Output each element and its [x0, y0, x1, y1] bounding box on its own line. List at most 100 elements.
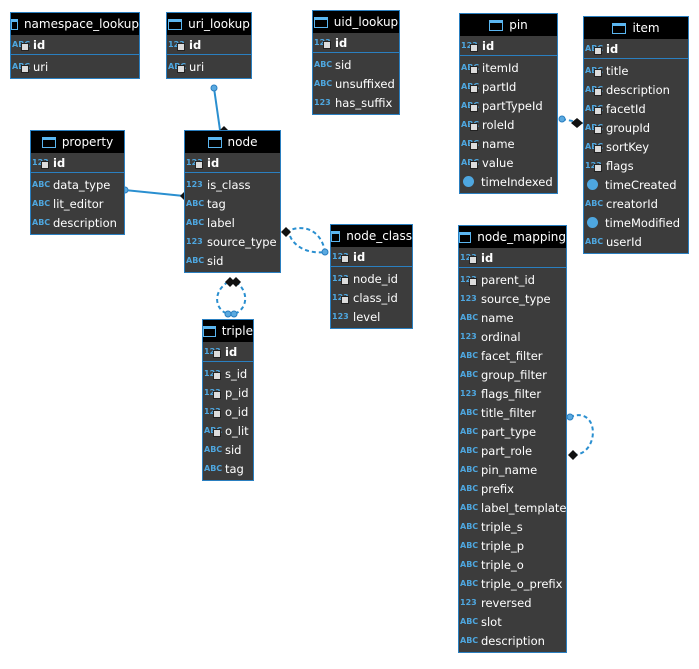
- table-namespace-lookup[interactable]: namespace_lookupABCidABCuri: [10, 12, 140, 79]
- column-row[interactable]: 123parent_id: [459, 270, 566, 289]
- column-row[interactable]: 123id: [331, 247, 412, 266]
- primary-key-section: 123id: [331, 247, 412, 267]
- table-uri-lookup[interactable]: uri_lookup123idABCuri: [166, 12, 252, 79]
- table-header[interactable]: node_class: [331, 225, 412, 247]
- table-property[interactable]: property123idABCdata_typeABClit_editorAB…: [30, 130, 125, 235]
- columns-section: 123parent_id123source_typeABCname123ordi…: [459, 268, 566, 652]
- column-row[interactable]: 123id: [460, 36, 557, 55]
- table-node[interactable]: node123id 123is_classABCtagABClabel123sou…: [184, 130, 281, 273]
- table-triple[interactable]: triple123id 123s_id123p_id123o_idABCo_lit…: [202, 319, 254, 481]
- column-row[interactable]: 123id: [203, 342, 253, 361]
- column-row[interactable]: ABCid: [584, 39, 688, 58]
- column-row[interactable]: ABCpartId: [460, 77, 557, 96]
- column-row[interactable]: 123id: [167, 35, 251, 54]
- table-header[interactable]: node_mapping: [459, 226, 566, 248]
- column-row[interactable]: ABCuri: [167, 57, 251, 76]
- column-name: id: [335, 35, 348, 50]
- column-name: facet_filter: [481, 348, 543, 363]
- column-row[interactable]: ABCgroupId: [584, 118, 688, 137]
- key-icon: [213, 429, 221, 437]
- table-header[interactable]: namespace_lookup: [11, 13, 139, 35]
- column-row[interactable]: 123id: [459, 248, 566, 267]
- table-header[interactable]: triple: [203, 320, 253, 342]
- column-row[interactable]: timeCreated: [584, 175, 688, 194]
- column-row[interactable]: ABCid: [11, 35, 139, 54]
- table-header[interactable]: pin: [460, 14, 557, 36]
- table-node-mapping[interactable]: node_mapping123id123parent_id123source_t…: [458, 225, 567, 653]
- column-row[interactable]: timeModified: [584, 213, 688, 232]
- table-pin[interactable]: pin123idABCitemIdABCpartIdABCpartTypeIdA…: [459, 13, 558, 194]
- column-row[interactable]: ABCsortKey: [584, 137, 688, 156]
- column-row[interactable]: ABCfacetId: [584, 99, 688, 118]
- column-row[interactable]: 123class_id: [331, 288, 412, 307]
- table-uid-lookup[interactable]: uid_lookup123idABCsidABCunsuffixed123has…: [312, 10, 400, 115]
- column-row[interactable]: 123id: [31, 153, 124, 172]
- column-row[interactable]: ABCpartTypeId: [460, 96, 557, 115]
- column-row[interactable]: ABCo_lit: [203, 421, 253, 440]
- column-row[interactable]: ABCvalue: [460, 153, 557, 172]
- column-name: title: [606, 63, 629, 78]
- column-name: timeModified: [605, 215, 681, 230]
- table-header[interactable]: uid_lookup: [313, 11, 399, 33]
- table-item[interactable]: itemABCidABCtitleABCdescriptionABCfacetI…: [583, 16, 689, 254]
- table-header[interactable]: property: [31, 131, 124, 153]
- column-row[interactable]: 123id: [313, 33, 399, 52]
- column-row[interactable]: ABCitemId: [460, 58, 557, 77]
- table-header[interactable]: item: [584, 17, 688, 39]
- primary-key-section: 123id: [460, 36, 557, 56]
- column-row[interactable]: 123id: [185, 153, 280, 172]
- column-name: source_type: [481, 291, 551, 306]
- column-row[interactable]: ABCroleId: [460, 115, 557, 134]
- table-header[interactable]: uri_lookup: [167, 13, 251, 35]
- column-row[interactable]: timeIndexed: [460, 172, 557, 191]
- column-row[interactable]: 123node_id: [331, 269, 412, 288]
- table-header[interactable]: node: [185, 131, 280, 153]
- text-type-icon: ABC: [460, 636, 479, 645]
- table-node-class[interactable]: node_class123id 123node_id123class_id123l…: [330, 224, 413, 329]
- text-type-icon: ABC: [460, 313, 479, 322]
- column-row[interactable]: ABCuri: [11, 57, 139, 76]
- column-row[interactable]: 123p_id: [203, 383, 253, 402]
